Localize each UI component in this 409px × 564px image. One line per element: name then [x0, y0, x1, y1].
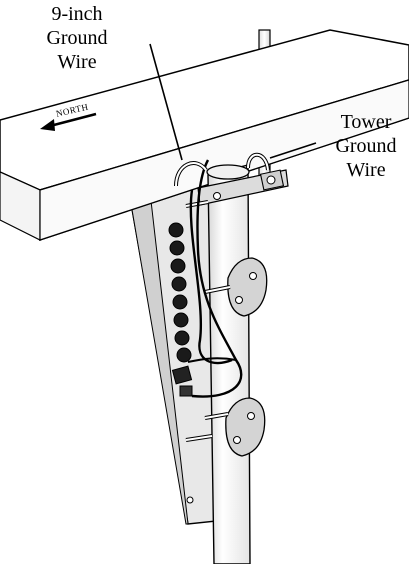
tower-ground-wire-label: Tower Ground Wire — [322, 110, 409, 182]
nine-inch-ground-wire-label: 9-inch Ground Wire — [22, 2, 132, 74]
nine-inch-label-line-2: Ground — [46, 27, 108, 49]
mounting-pole — [206, 164, 251, 564]
north-arrow-icon — [40, 112, 97, 131]
tower-label-line-3: Wire — [346, 159, 386, 181]
nine-inch-label-line-3: Wire — [57, 51, 97, 73]
mast-clamp-upper — [204, 257, 268, 317]
nine-inch-label-line-1: 9-inch — [51, 3, 103, 25]
top-clamp — [197, 169, 289, 206]
ground-wire-tower — [187, 159, 243, 398]
u-bolts — [174, 152, 270, 187]
ground-wire-9inch — [189, 189, 233, 365]
tower-label-line-2: Ground — [335, 135, 397, 157]
callout-leaders — [149, 43, 317, 161]
coax-connectors — [168, 222, 193, 397]
tower-label-line-1: Tower — [340, 111, 392, 133]
mast-clamp-lower — [204, 397, 266, 457]
roof-beam — [0, 29, 409, 242]
